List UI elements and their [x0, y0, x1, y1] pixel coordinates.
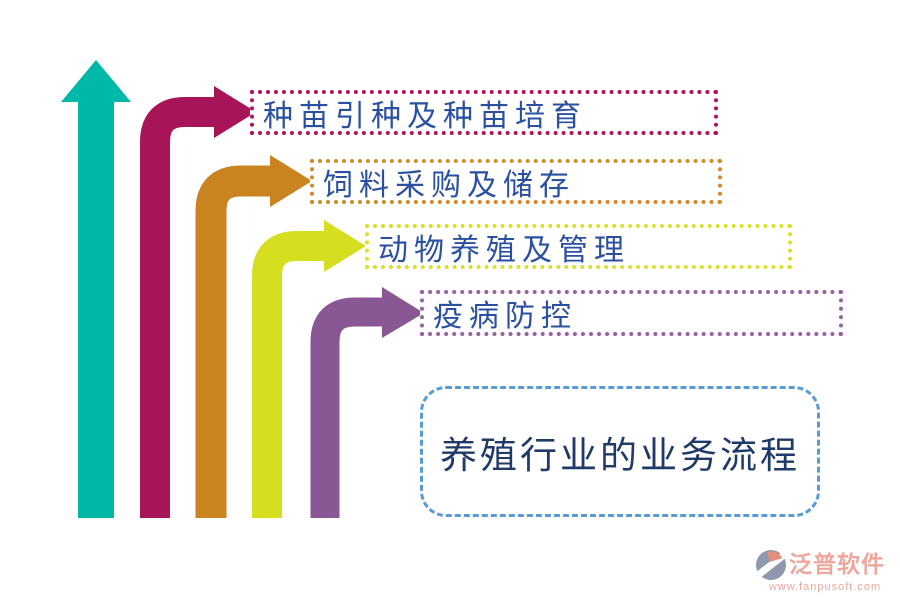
- fanpu-logo-icon: [755, 549, 787, 581]
- diagram-title-box: 养殖行业的业务流程: [420, 386, 820, 517]
- step-box-epidemic: 疫病防控: [420, 290, 843, 336]
- step3-arrow-shaft: [252, 231, 325, 518]
- brand-name: 泛普软件: [789, 552, 885, 577]
- step-label: 种苗引种及种苗培育: [263, 99, 587, 133]
- step4-arrow-head-icon: [382, 287, 424, 338]
- diagram-title: 养殖行业的业务流程: [440, 435, 800, 477]
- step-label: 动物养殖及管理: [378, 233, 630, 267]
- step3-arrow-head-icon: [324, 220, 366, 272]
- step2-arrow-head-icon: [270, 155, 312, 207]
- brand-url: www.fanpusoft.com: [768, 581, 882, 593]
- step-box-seedling: 种苗引种及种苗培育: [250, 90, 718, 135]
- step-label: 疫病防控: [433, 300, 577, 333]
- step4-arrow-shaft: [310, 297, 383, 518]
- step1-arrow-head-icon: [214, 86, 256, 138]
- step-label: 饲料采购及储存: [323, 168, 575, 202]
- step2-arrow-shaft: [195, 165, 271, 518]
- up-arrow-head-icon: [61, 60, 131, 102]
- step1-arrow-shaft: [140, 97, 215, 518]
- step-box-feed: 饲料采购及储存: [310, 159, 722, 204]
- watermark: 泛普软件 www.fanpusoft.com: [755, 549, 895, 593]
- step-box-breeding: 动物养殖及管理: [365, 224, 792, 269]
